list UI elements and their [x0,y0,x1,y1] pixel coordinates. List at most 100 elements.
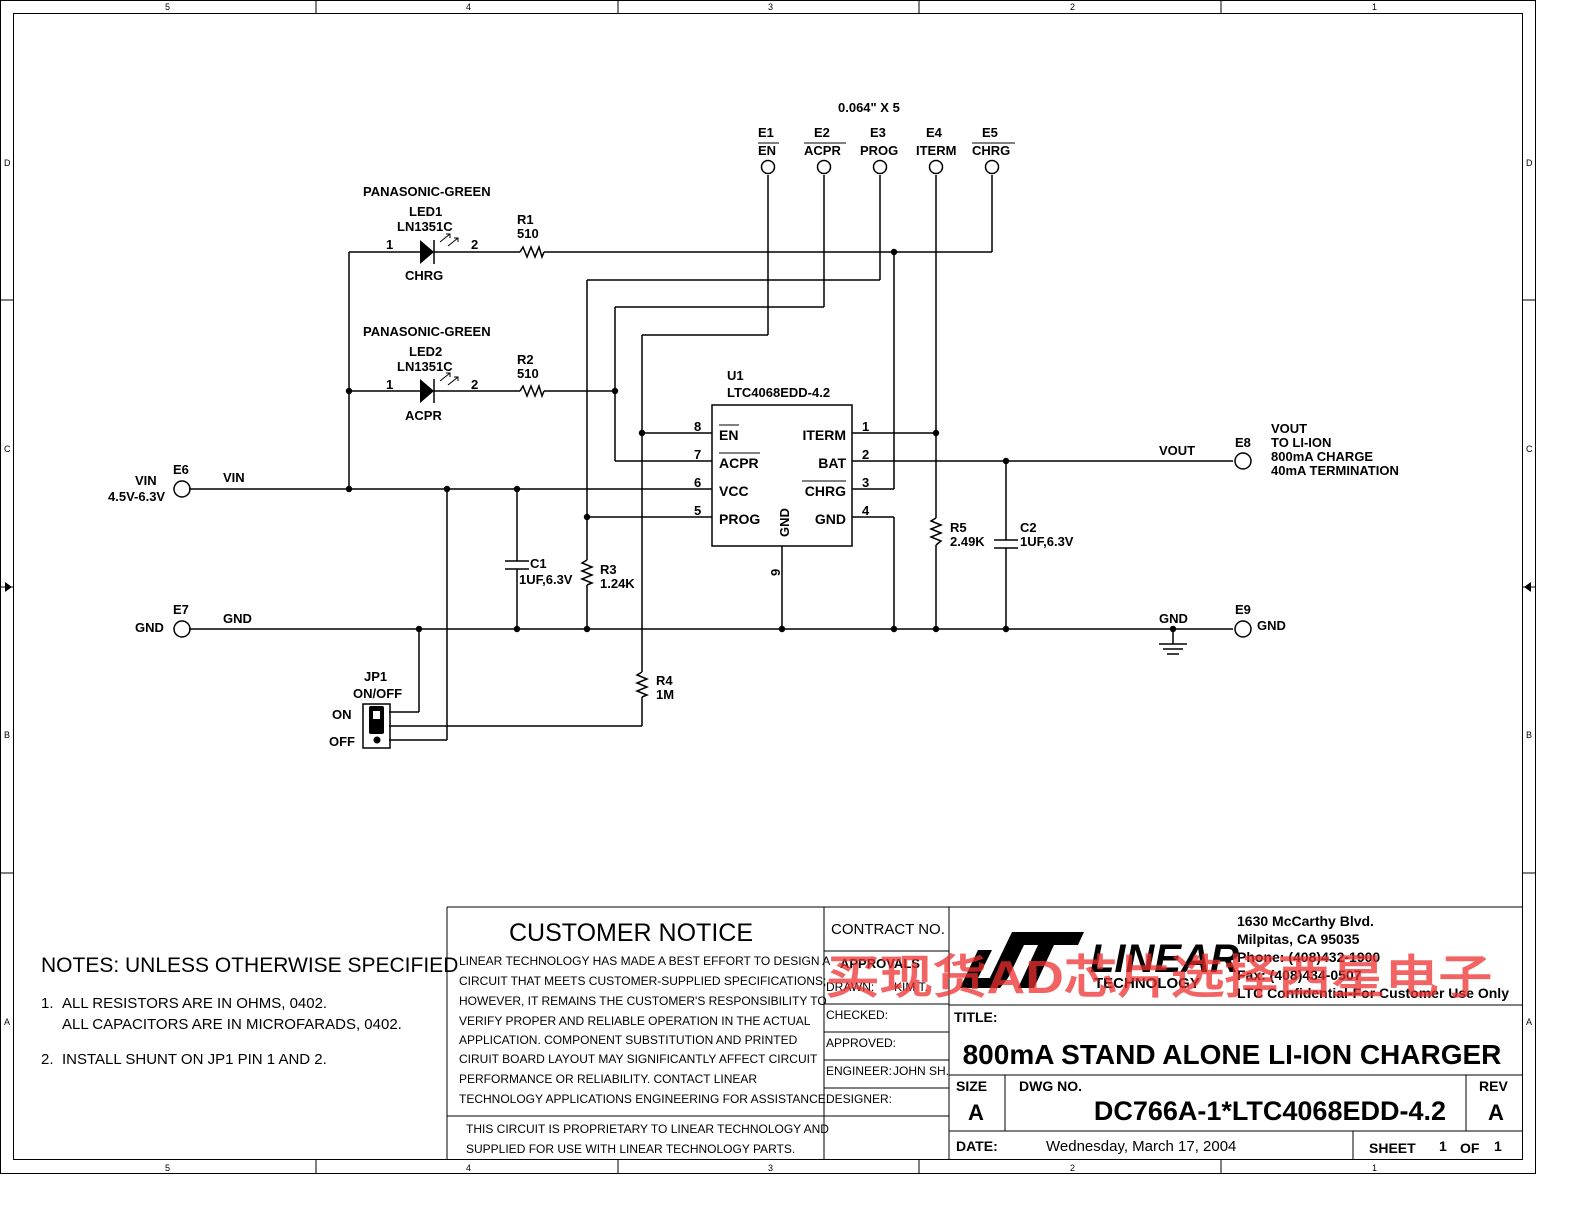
u1-pin-bat: BAT [818,455,846,471]
led2-pin1: 1 [386,377,393,392]
frame-row-d-right: D [1526,158,1533,168]
frame-col-5-bottom: 5 [165,1163,170,1173]
customer-notice-footer-2: SUPPLIED FOR USE WITH LINEAR TECHNOLOGY … [466,1142,795,1156]
jp1-header [362,703,391,749]
u1-pin6-num: 6 [694,475,701,490]
e6-range: 4.5V-6.3V [108,489,165,504]
u1-pin4-num: 4 [862,503,870,518]
frame-col-1: 1 [1372,2,1377,12]
vin-net-label: VIN [223,470,245,485]
title-block: TITLE: 800mA STAND ALONE LI-ION CHARGER … [954,1009,1508,1156]
terminal-e9-gnd[interactable]: GND E9 GND [1159,602,1286,638]
sheet-value: 1 [1439,1138,1447,1154]
terminal-e5[interactable]: E5 CHRG [972,125,1015,175]
terminal-e3[interactable]: E3 PROG [860,125,898,175]
notes-title: NOTES: UNLESS OTHERWISE SPECIFIED [41,954,458,977]
title-label: TITLE: [954,1009,998,1025]
customer-notice-line-8: TECHNOLOGY APPLICATIONS ENGINEERING FOR … [459,1092,829,1106]
customer-notice-line-3: HOWEVER, IT REMAINS THE CUSTOMER'S RESPO… [459,994,827,1008]
r2-value: 510 [517,366,539,381]
u1-pin7-num: 7 [694,447,701,462]
resistor-r1[interactable]: R1 510 [517,212,545,260]
led2-part: LN1351C [397,359,453,374]
engineer-label: ENGINEER: [826,1064,892,1078]
jp1-label: ON/OFF [353,686,402,701]
company-logo: LINEAR TECHNOLOGY [960,932,1239,992]
customer-notice-title: CUSTOMER NOTICE [509,919,753,947]
c2-value: 1UF,6.3V [1020,534,1074,549]
jp1-ref: JP1 [364,669,387,684]
address-line-2: Milpitas, CA 95035 [1237,931,1360,947]
customer-notice-line-2: CIRCUIT THAT MEETS CUSTOMER-SUPPLIED SPE… [459,974,826,988]
capacitor-c2[interactable]: C2 1UF,6.3V [994,520,1074,549]
note-2-num: 2. [41,1051,54,1068]
led1-diode-icon [420,240,434,264]
frame-row-b-right: B [1526,730,1532,740]
terminal-e2-net: ACPR [804,143,841,158]
led1-pin1: 1 [386,237,393,252]
e9-ref: E9 [1235,602,1251,617]
terminal-e8-vout[interactable]: VOUT E8 VOUT TO LI-ION 800mA CHARGE 40mA… [1159,421,1399,478]
note-1b: ALL CAPACITORS ARE IN MICROFARADS, 0402. [62,1016,402,1033]
date-value: Wednesday, March 17, 2004 [1046,1138,1236,1155]
size-label: SIZE [956,1078,987,1094]
resistor-r4[interactable]: R4 1M [634,671,674,702]
gnd-net-label: GND [223,611,252,626]
customer-notice-line-5: APPLICATION. COMPONENT SUBSTITUTION AND … [459,1033,798,1047]
r5-resistor-icon [928,517,944,546]
u1-pin-acpr: ACPR [719,455,759,471]
c2-ref: C2 [1020,520,1037,535]
resistor-r5[interactable]: R5 2.49K [928,517,985,549]
ic-u1[interactable]: U1 LTC4068EDD-4.2 8 7 6 5 EN ACPR VCC PR… [694,368,870,576]
c1-ref: C1 [530,556,547,571]
r2-resistor-icon [519,383,545,399]
engineer-value: JOHN SH. [893,1064,949,1078]
jumper-jp1[interactable]: JP1 ON/OFF ON OFF [329,669,402,749]
frame-col-3: 3 [768,2,773,12]
address-line-1: 1630 McCarthy Blvd. [1237,913,1374,929]
u1-pin-prog: PROG [719,511,760,527]
u1-part: LTC4068EDD-4.2 [727,385,830,400]
frame-row-c-right: C [1526,444,1533,454]
date-label: DATE: [956,1138,998,1154]
frame-col-4-bottom: 4 [466,1163,471,1173]
terminal-e2[interactable]: E2 ACPR [804,125,846,175]
logo-text-technology: TECHNOLOGY [1094,975,1200,992]
terminal-e7-gnd[interactable]: E7 GND GND [135,602,252,638]
resistor-r2[interactable]: R2 510 [517,352,545,399]
linear-logo-mark-icon [960,950,1000,988]
customer-notice-line-6: CIRUIT BOARD LAYOUT MAY SIGNIFICANTLY AF… [459,1052,818,1066]
resistor-r3[interactable]: R3 1.24K [579,559,635,591]
r4-ref: R4 [656,673,673,688]
terminal-e5-ref: E5 [982,125,998,140]
terminal-e6-vin[interactable]: E6 VIN 4.5V-6.3V VIN [108,462,245,504]
customer-notice: CUSTOMER NOTICE LINEAR TECHNOLOGY HAS MA… [459,919,830,1156]
terminal-e4-ref: E4 [926,125,943,140]
wires [189,175,1233,741]
u1-pin3-num: 3 [862,475,869,490]
r5-value: 2.49K [950,534,985,549]
rev-label: REV [1479,1078,1508,1094]
sheet-label: SHEET [1369,1140,1416,1156]
capacitor-c1[interactable]: C1 1UF,6.3V [505,556,573,587]
led2[interactable]: PANASONIC-GREEN LED2 LN1351C 1 2 ACPR [363,324,491,423]
terminal-e1[interactable]: E1 EN [758,125,779,175]
e8-desc-1: VOUT [1271,421,1307,436]
e8-desc-2: TO LI-ION [1271,435,1331,450]
terminal-e2-ref: E2 [814,125,830,140]
u1-pin-vcc: VCC [719,483,749,499]
led2-mfr: PANASONIC-GREEN [363,324,491,339]
e8-desc-3: 800mA CHARGE [1271,449,1373,464]
drawing-title: 800mA STAND ALONE LI-ION CHARGER [963,1039,1502,1070]
designer-label: DESIGNER: [826,1092,892,1106]
u1-pin9-num: 9 [768,569,783,576]
led1-pin2: 2 [471,237,478,252]
terminal-e1-ref: E1 [758,125,774,140]
frame-row-a: A [4,1017,10,1027]
frame-row-a-right: A [1526,1017,1532,1027]
terminal-e4[interactable]: E4 ITERM [916,125,956,175]
r4-value: 1M [656,687,674,702]
led1[interactable]: PANASONIC-GREEN LED1 LN1351C 1 2 CHRG [363,184,491,283]
note-2: INSTALL SHUNT ON JP1 PIN 1 AND 2. [62,1051,327,1068]
u1-pin-iterm: ITERM [802,427,846,443]
